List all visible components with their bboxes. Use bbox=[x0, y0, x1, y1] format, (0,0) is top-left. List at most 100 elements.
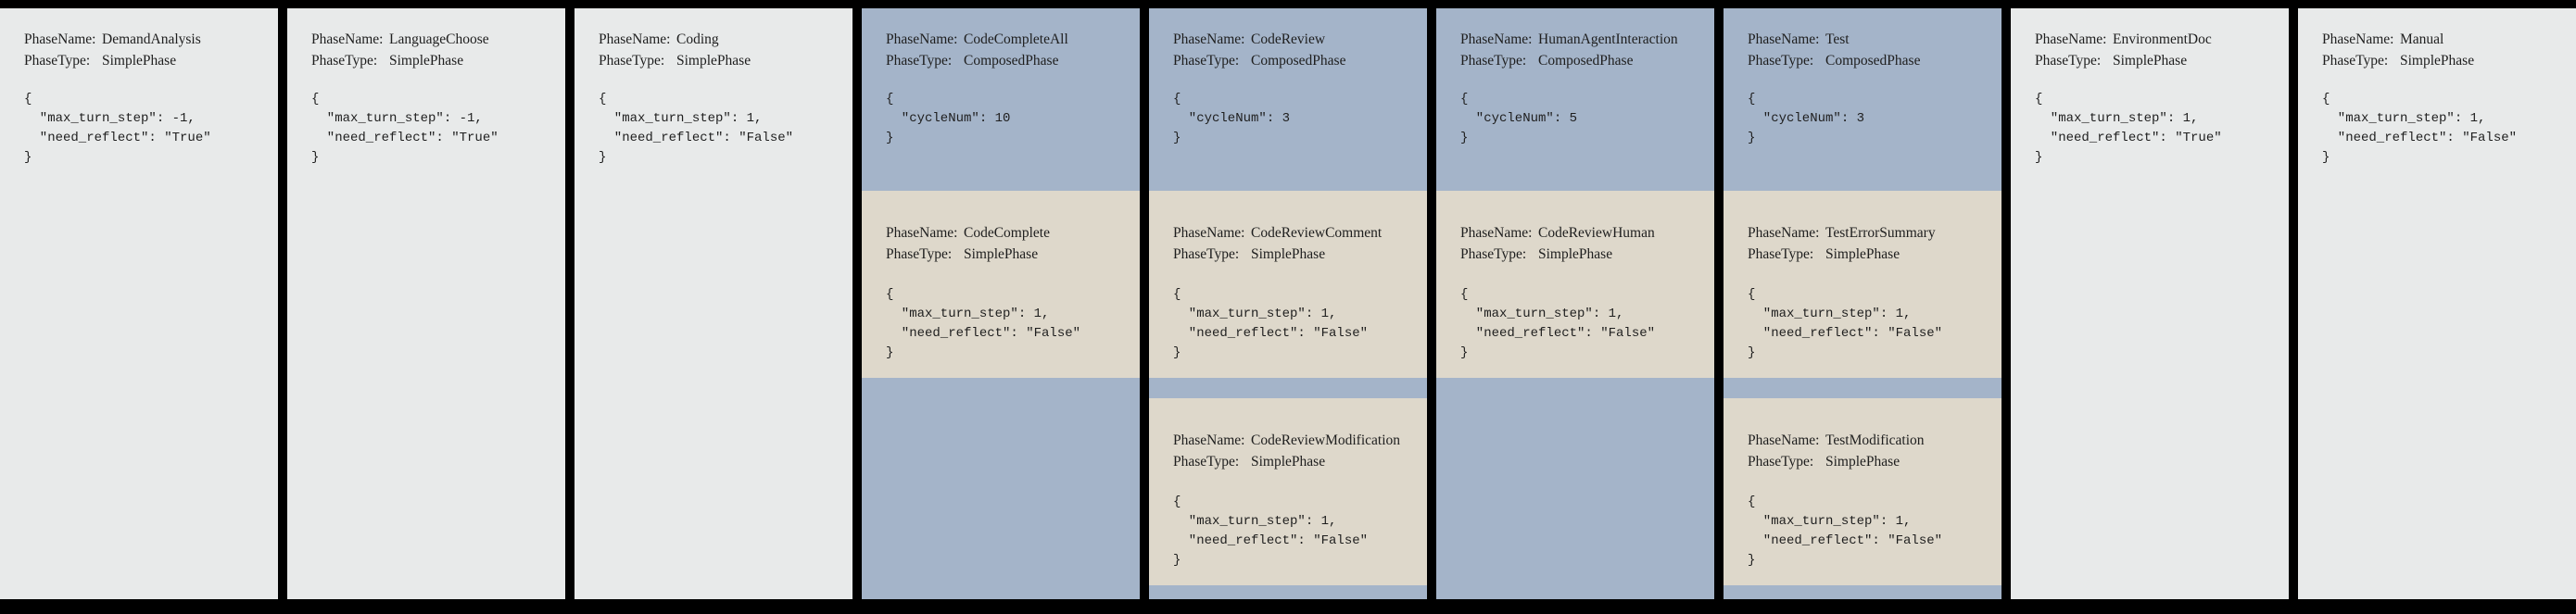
phase-type-row: PhaseType: SimplePhase bbox=[1748, 451, 1994, 472]
phase-type-value: ComposedPhase bbox=[964, 53, 1059, 69]
phase-type-value: SimplePhase bbox=[676, 53, 751, 69]
phase-type-label: PhaseType: bbox=[1748, 53, 1814, 69]
phase-name-label: PhaseName: bbox=[1748, 225, 1820, 241]
phase-name-label: PhaseName: bbox=[1748, 432, 1820, 448]
phase-type-row: PhaseType: SimplePhase bbox=[2322, 50, 2569, 71]
phase-type-label: PhaseType: bbox=[1748, 246, 1814, 262]
phase-name-value: TestErrorSummary bbox=[1825, 225, 1936, 241]
subphase-card-test-error-summary: PhaseName: TestErrorSummary PhaseType: S… bbox=[1724, 191, 2001, 378]
phase-name-value: CodeCompleteAll bbox=[964, 31, 1068, 47]
phase-type-value: SimplePhase bbox=[2400, 53, 2475, 69]
phase-type-value: SimplePhase bbox=[102, 53, 177, 69]
phase-name-row: PhaseName: Manual bbox=[2322, 29, 2569, 50]
phase-card-language-choose: PhaseName: LanguageChoose PhaseType: Sim… bbox=[287, 8, 565, 599]
phase-name-label: PhaseName: bbox=[2035, 31, 2107, 47]
phase-block: PhaseName: EnvironmentDoc PhaseType: Sim… bbox=[2011, 8, 2289, 168]
phase-type-label: PhaseType: bbox=[1748, 454, 1814, 470]
subphase-block: PhaseName: TestModification PhaseType: S… bbox=[1724, 398, 2001, 570]
phase-config-json: { "max_turn_step": -1, "need_reflect": "… bbox=[24, 92, 211, 165]
composed-phase-header: PhaseName: CodeCompleteAll PhaseType: Co… bbox=[862, 8, 1140, 191]
phase-block: PhaseName: DemandAnalysis PhaseType: Sim… bbox=[0, 8, 278, 168]
phase-name-row: PhaseName: CodeReviewComment bbox=[1173, 222, 1420, 244]
composed-gap-strip bbox=[1724, 378, 2001, 398]
phase-name-label: PhaseName: bbox=[24, 31, 96, 47]
phase-name-label: PhaseName: bbox=[1460, 225, 1533, 241]
composed-gap-strip bbox=[1149, 378, 1427, 398]
phase-type-row: PhaseType: SimplePhase bbox=[311, 50, 558, 71]
phase-type-label: PhaseType: bbox=[2322, 53, 2389, 69]
phase-name-value: Coding bbox=[676, 31, 719, 47]
phase-type-value: SimplePhase bbox=[389, 53, 464, 69]
phase-type-label: PhaseType: bbox=[1173, 454, 1240, 470]
composed-fill-strip bbox=[862, 378, 1140, 599]
phase-name-row: PhaseName: LanguageChoose bbox=[311, 29, 558, 50]
phase-name-value: CodeReviewModification bbox=[1251, 432, 1400, 448]
phase-type-value: SimplePhase bbox=[1251, 246, 1326, 262]
phase-type-row: PhaseType: SimplePhase bbox=[599, 50, 845, 71]
phase-config-json: { "cycleNum": 3 } bbox=[1173, 92, 1291, 145]
phase-name-label: PhaseName: bbox=[599, 31, 671, 47]
phase-config-json: { "max_turn_step": 1, "need_reflect": "F… bbox=[1748, 287, 1943, 360]
phase-type-value: SimplePhase bbox=[1825, 246, 1900, 262]
composed-phase-header: PhaseName: Test PhaseType: ComposedPhase… bbox=[1724, 8, 2001, 191]
phase-type-label: PhaseType: bbox=[1173, 246, 1240, 262]
phase-config-json: { "max_turn_step": 1, "need_reflect": "F… bbox=[1173, 287, 1369, 360]
phase-name-label: PhaseName: bbox=[1748, 31, 1820, 47]
phase-config-json: { "max_turn_step": -1, "need_reflect": "… bbox=[311, 92, 499, 165]
phase-name-label: PhaseName: bbox=[311, 31, 384, 47]
phase-config-json: { "max_turn_step": 1, "need_reflect": "F… bbox=[1173, 495, 1369, 568]
phase-name-row: PhaseName: TestModification bbox=[1748, 430, 1994, 451]
phase-type-row: PhaseType: ComposedPhase bbox=[1460, 50, 1707, 71]
phase-type-row: PhaseType: ComposedPhase bbox=[1173, 50, 1420, 71]
subphase-block: PhaseName: CodeReviewModification PhaseT… bbox=[1149, 398, 1427, 570]
phase-config-json: { "max_turn_step": 1, "need_reflect": "F… bbox=[2322, 92, 2518, 165]
phase-name-value: DemandAnalysis bbox=[102, 31, 201, 47]
phase-name-row: PhaseName: CodeCompleteAll bbox=[886, 29, 1132, 50]
phase-type-row: PhaseType: ComposedPhase bbox=[886, 50, 1132, 71]
phase-type-label: PhaseType: bbox=[599, 53, 665, 69]
phase-name-value: CodeReviewComment bbox=[1251, 225, 1383, 241]
phase-name-row: PhaseName: CodeComplete bbox=[886, 222, 1132, 244]
phase-config-json: { "cycleNum": 3 } bbox=[1748, 92, 1865, 145]
phase-type-value: SimplePhase bbox=[964, 246, 1039, 262]
phase-type-label: PhaseType: bbox=[886, 53, 953, 69]
composed-fill-strip bbox=[1149, 585, 1427, 599]
phase-name-row: PhaseName: Coding bbox=[599, 29, 845, 50]
composed-phase-header: PhaseName: CodeReview PhaseType: Compose… bbox=[1149, 8, 1427, 191]
phase-card-code-complete-all: PhaseName: CodeCompleteAll PhaseType: Co… bbox=[862, 8, 1140, 599]
phase-type-value: ComposedPhase bbox=[1825, 53, 1921, 69]
phase-type-row: PhaseType: ComposedPhase bbox=[1748, 50, 1994, 71]
phase-type-label: PhaseType: bbox=[1173, 53, 1240, 69]
phase-name-row: PhaseName: Test bbox=[1748, 29, 1994, 50]
phase-name-label: PhaseName: bbox=[2322, 31, 2394, 47]
subphase-card-code-review-modification: PhaseName: CodeReviewModification PhaseT… bbox=[1149, 398, 1427, 585]
phase-name-label: PhaseName: bbox=[1173, 225, 1245, 241]
phase-name-row: PhaseName: CodeReview bbox=[1173, 29, 1420, 50]
phase-name-label: PhaseName: bbox=[1173, 432, 1245, 448]
phase-type-row: PhaseType: SimplePhase bbox=[24, 50, 271, 71]
phase-name-value: Test bbox=[1825, 31, 1850, 47]
subphase-card-code-review-human: PhaseName: CodeReviewHuman PhaseType: Si… bbox=[1436, 191, 1714, 378]
phase-card-coding: PhaseName: Coding PhaseType: SimplePhase… bbox=[575, 8, 852, 599]
phase-name-label: PhaseName: bbox=[1460, 31, 1533, 47]
phase-name-row: PhaseName: EnvironmentDoc bbox=[2035, 29, 2281, 50]
phase-name-row: PhaseName: HumanAgentInteraction bbox=[1460, 29, 1707, 50]
phase-type-row: PhaseType: SimplePhase bbox=[2035, 50, 2281, 71]
phase-type-row: PhaseType: SimplePhase bbox=[1748, 244, 1994, 265]
phase-name-label: PhaseName: bbox=[1173, 31, 1245, 47]
phase-name-value: CodeReview bbox=[1251, 31, 1326, 47]
phase-type-label: PhaseType: bbox=[1460, 246, 1527, 262]
phase-name-value: EnvironmentDoc bbox=[2113, 31, 2212, 47]
subphase-block: PhaseName: CodeReviewComment PhaseType: … bbox=[1149, 191, 1427, 363]
phase-block: PhaseName: Coding PhaseType: SimplePhase… bbox=[575, 8, 852, 168]
phase-config-json: { "cycleNum": 10 } bbox=[886, 92, 1011, 145]
phase-config-json: { "cycleNum": 5 } bbox=[1460, 92, 1578, 145]
phase-config-json: { "max_turn_step": 1, "need_reflect": "F… bbox=[1460, 287, 1656, 360]
phase-name-value: HumanAgentInteraction bbox=[1538, 31, 1678, 47]
phase-block: PhaseName: LanguageChoose PhaseType: Sim… bbox=[287, 8, 565, 168]
phase-name-row: PhaseName: TestErrorSummary bbox=[1748, 222, 1994, 244]
phase-card-human-agent-interaction: PhaseName: HumanAgentInteraction PhaseTy… bbox=[1436, 8, 1714, 599]
composed-phase-header: PhaseName: HumanAgentInteraction PhaseTy… bbox=[1436, 8, 1714, 191]
phase-card-code-review: PhaseName: CodeReview PhaseType: Compose… bbox=[1149, 8, 1427, 599]
phase-name-row: PhaseName: CodeReviewHuman bbox=[1460, 222, 1707, 244]
